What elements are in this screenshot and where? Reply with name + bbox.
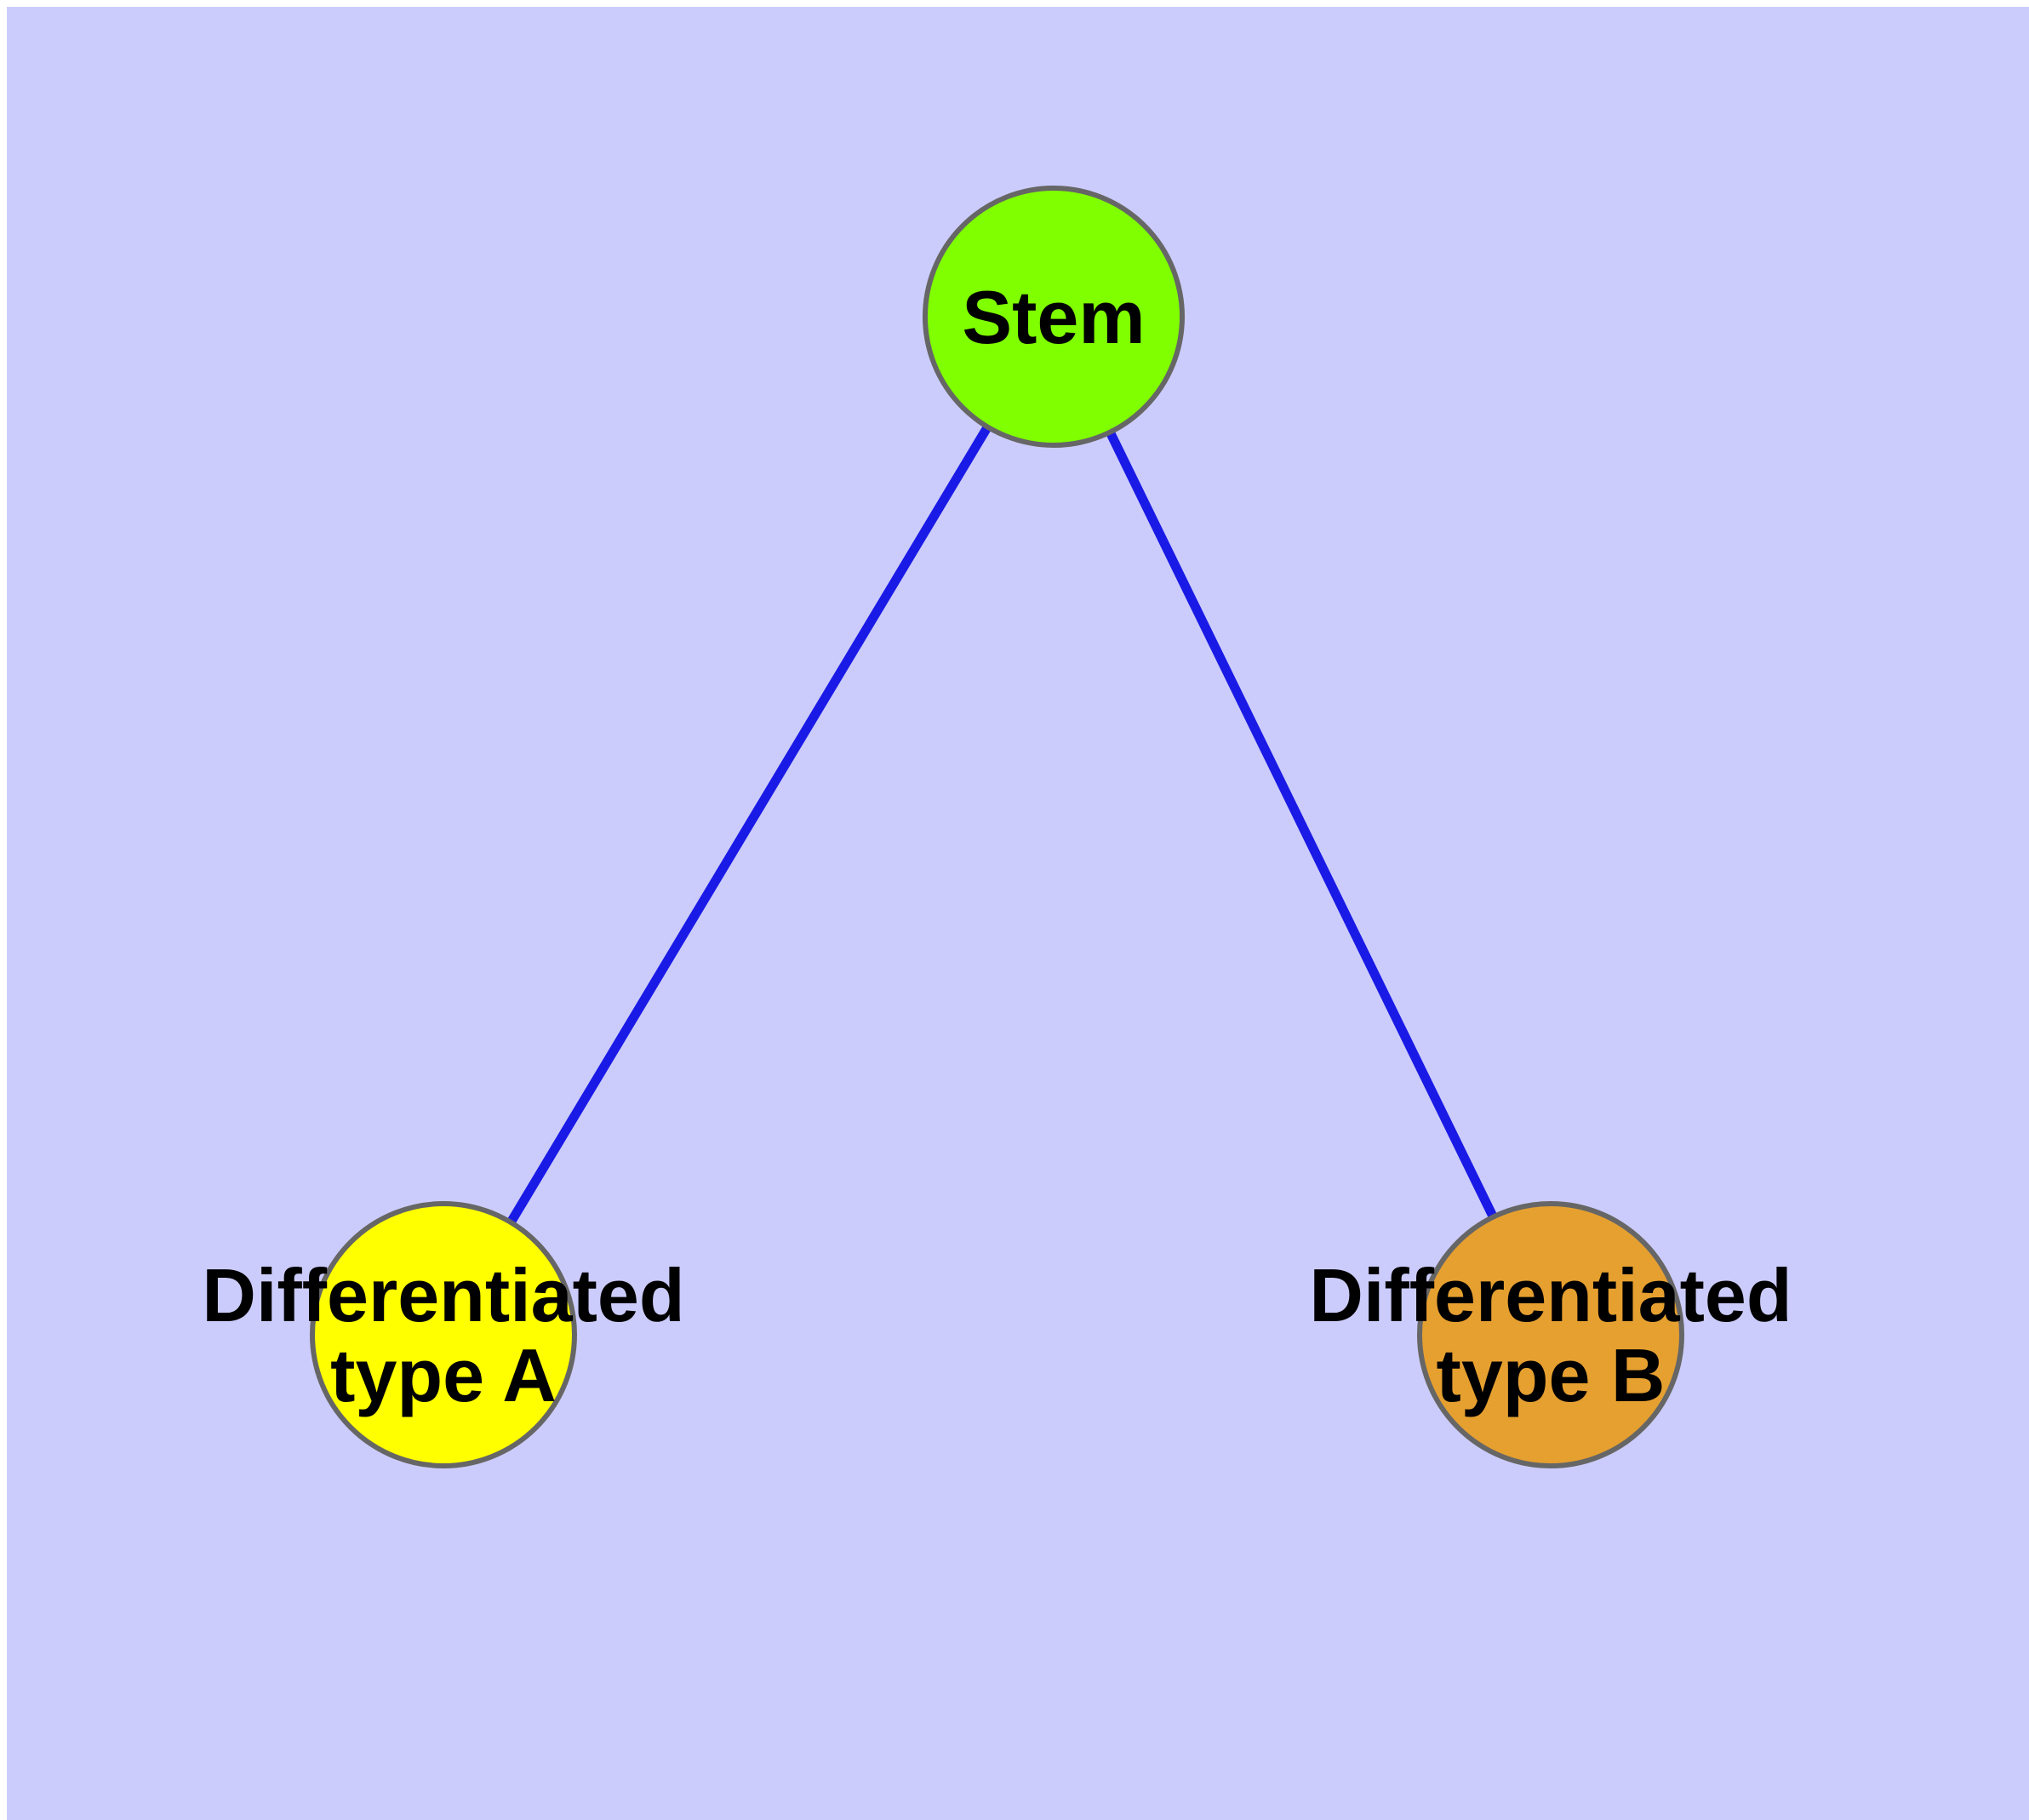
edges-layer bbox=[505, 421, 1500, 1228]
graph-node-label-line: Stem bbox=[962, 275, 1145, 359]
graph-edge-stem-to-diff_a bbox=[505, 421, 994, 1228]
graph-node-label-stem: Stem bbox=[962, 275, 1145, 359]
graph-edge-stem-to-diff_b bbox=[1104, 426, 1500, 1222]
graph-node-stem[interactable] bbox=[923, 186, 1185, 448]
graph-node-diff_b[interactable] bbox=[1417, 1201, 1684, 1468]
nodes-layer bbox=[310, 186, 1684, 1468]
graph-node-diff_a[interactable] bbox=[310, 1201, 577, 1468]
graph-node-label-line: type B bbox=[1437, 1333, 1666, 1417]
graph-node-label-line: Differentiated bbox=[1309, 1252, 1792, 1336]
graph-node-label-line: Differentiated bbox=[202, 1252, 684, 1336]
graph-node-label-line: type A bbox=[330, 1333, 557, 1417]
